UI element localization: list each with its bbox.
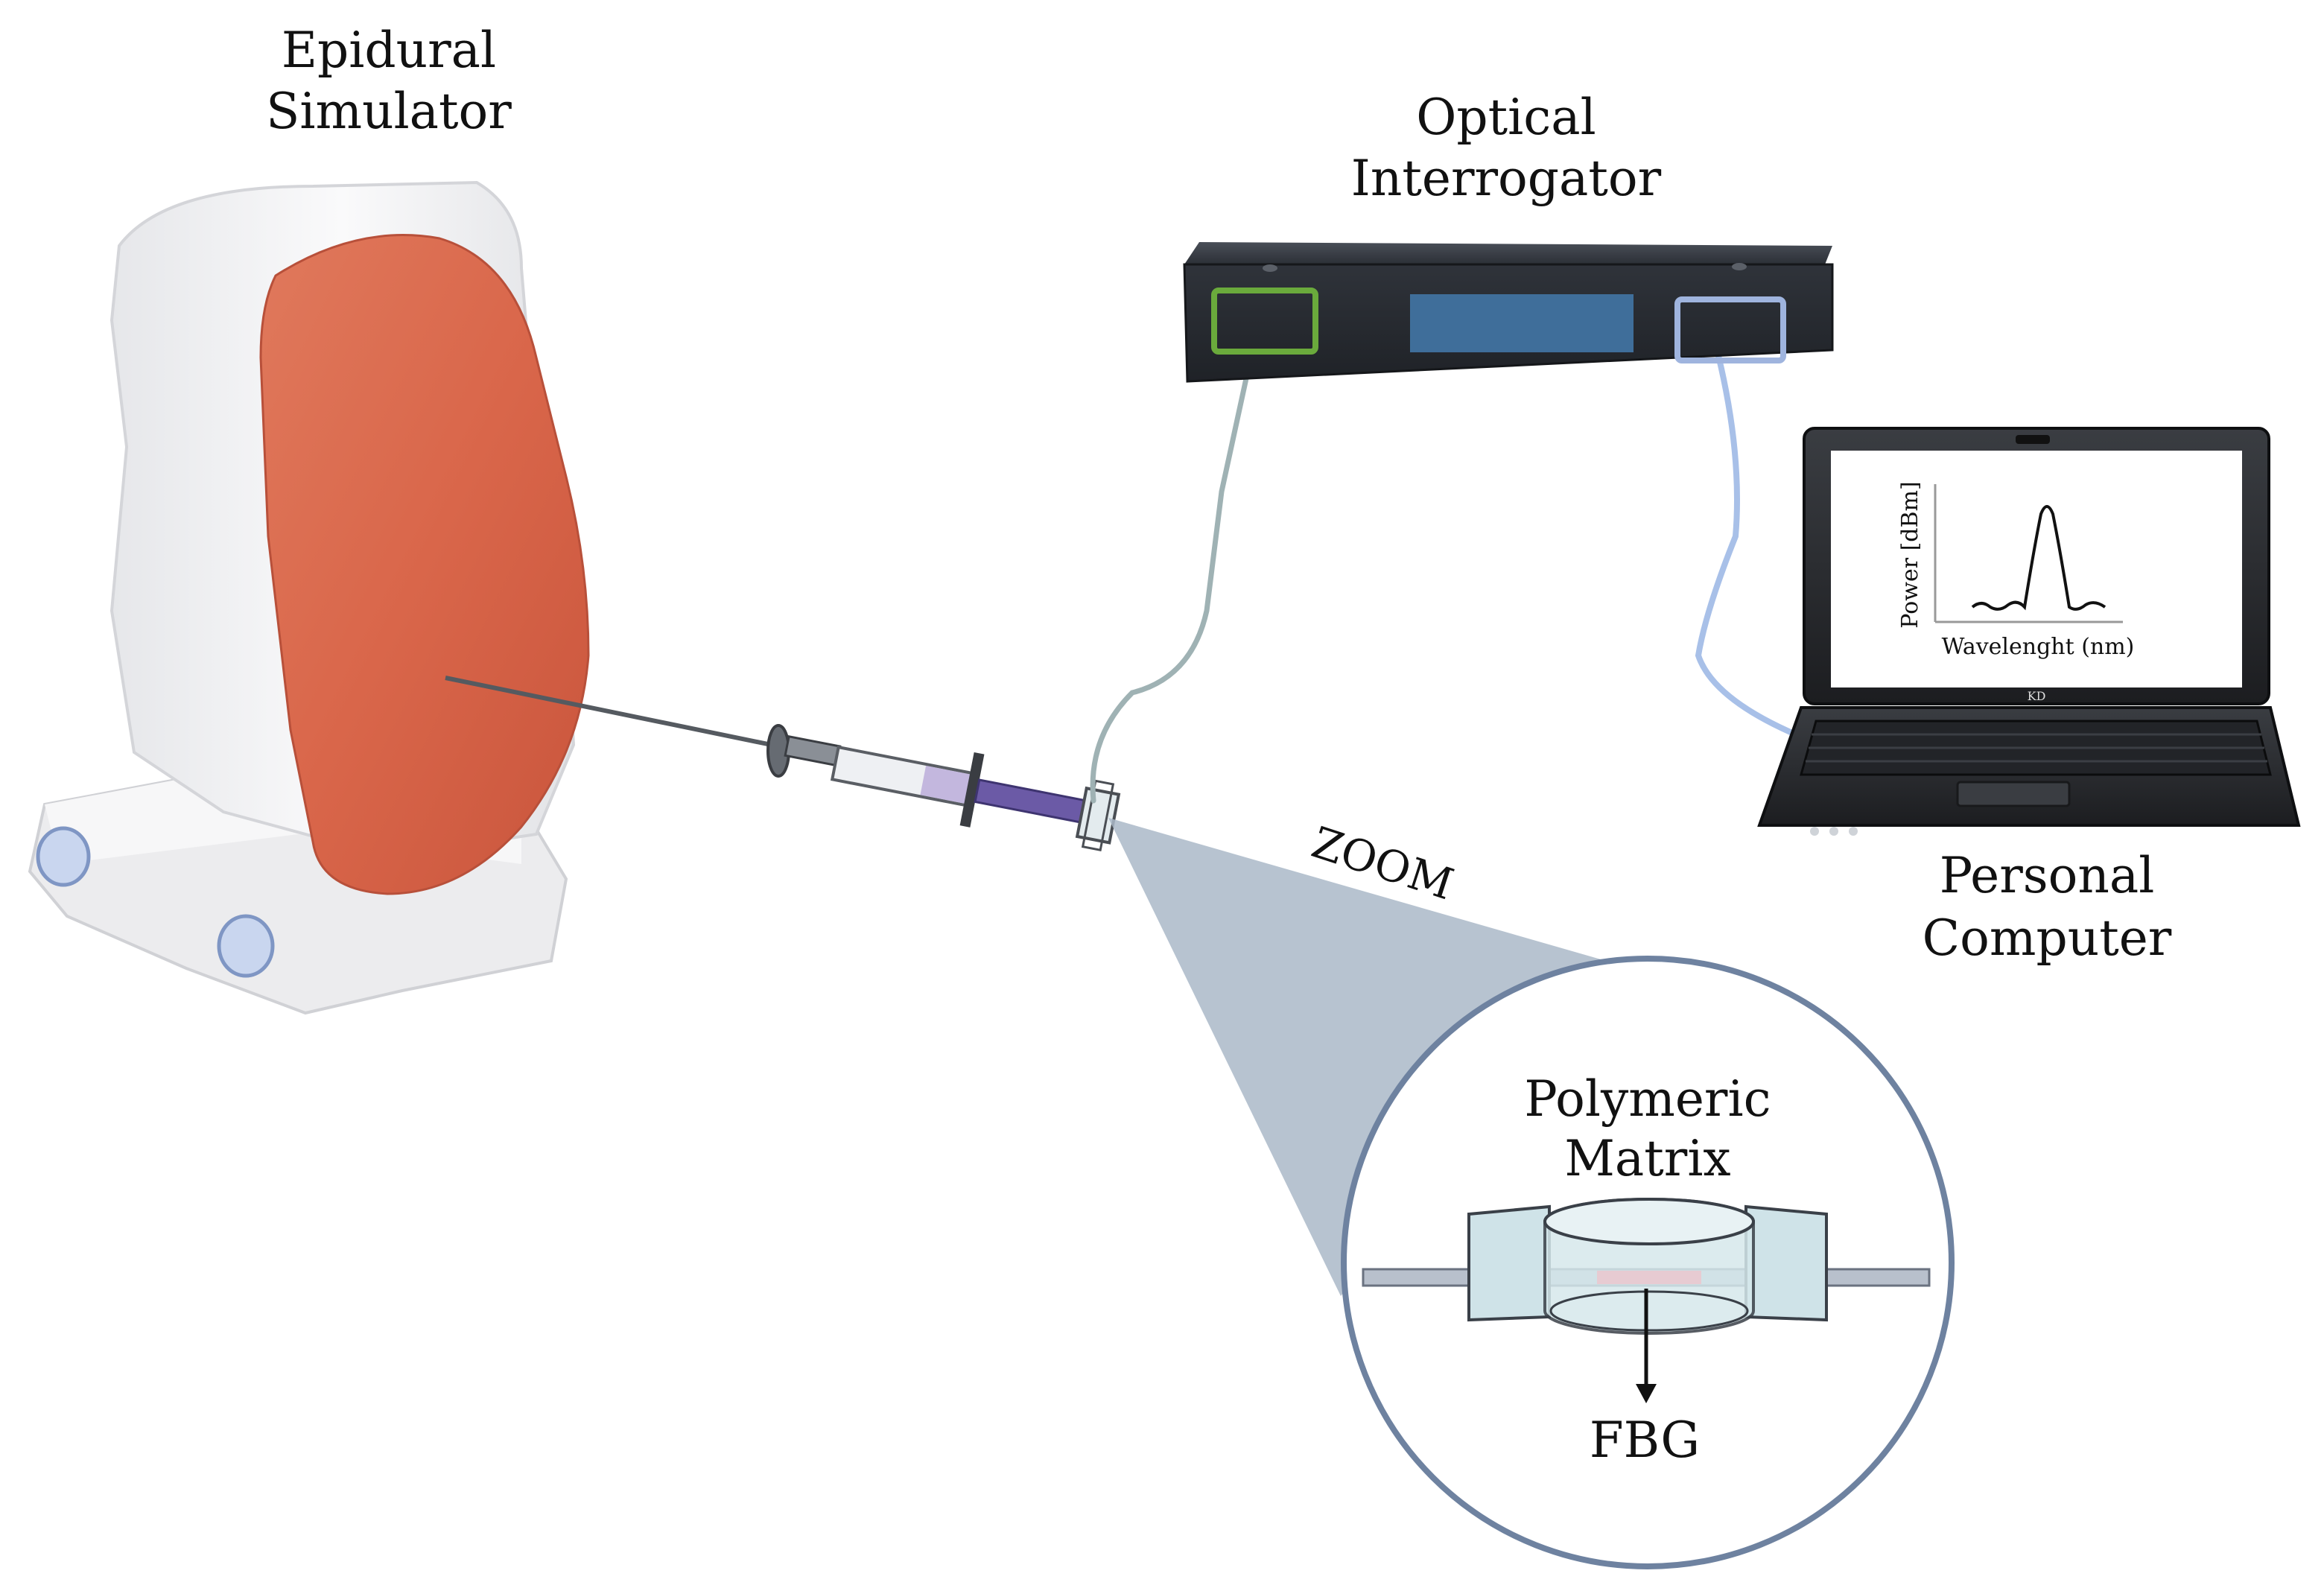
interrogator-port-left — [1211, 288, 1318, 355]
label-simulator-line2: Simulator — [266, 83, 512, 140]
label-interrogator-line2: Interrogator — [1351, 150, 1662, 207]
epidural-simulator — [28, 180, 590, 1015]
laptop-screen — [1831, 451, 2242, 687]
epidural-needle — [445, 676, 790, 751]
interrogator-top — [1184, 242, 1832, 264]
optical-fiber-left — [1090, 317, 1262, 804]
label-polymeric-matrix: Polymeric Matrix — [1524, 1070, 1771, 1187]
label-matrix-line2: Matrix — [1564, 1130, 1730, 1187]
matrix-clamp-right — [1744, 1204, 1828, 1322]
optical-fiber-right — [1695, 332, 1806, 740]
plot-x-label: Wavelenght (nm) — [1942, 634, 2135, 660]
plot-spectrum-curve — [1971, 505, 2106, 611]
label-simulator-line1: Epidural — [282, 22, 496, 79]
label-epidural-simulator: Epidural Simulator — [266, 22, 512, 140]
fbg-arrowhead — [1636, 1384, 1657, 1403]
suction-cup-left — [36, 826, 91, 887]
laptop-brand-logo: KD — [2028, 689, 2046, 703]
fbg-grating — [1597, 1271, 1701, 1284]
screen-plot: Power [dBm] Wavelenght (nm) — [1897, 481, 2134, 660]
label-optical-interrogator: Optical Interrogator — [1351, 89, 1662, 207]
laptop-touchpad — [1956, 781, 2071, 807]
label-computer-line1: Personal — [1940, 847, 2155, 904]
label-matrix-line1: Polymeric — [1524, 1070, 1771, 1128]
plot-y-label: Power [dBm] — [1897, 481, 1923, 628]
label-fbg: FBG — [1590, 1411, 1700, 1469]
matrix-clamp-left — [1467, 1204, 1551, 1322]
label-personal-computer: Personal Computer — [1923, 847, 2172, 967]
suction-cup-right — [217, 914, 275, 978]
epidural-needle-syringe — [445, 676, 1121, 852]
simulator-skin-pad — [259, 234, 590, 895]
zoom-cone — [1108, 818, 1606, 1296]
polymeric-matrix-detail — [1362, 1198, 1931, 1335]
syringe-flange — [959, 752, 985, 828]
interrogator-port-right — [1674, 296, 1786, 363]
label-interrogator-line1: Optical — [1416, 89, 1596, 146]
interrogator-display — [1410, 294, 1634, 352]
label-computer-line2: Computer — [1923, 909, 2172, 967]
personal-computer: Power [dBm] Wavelenght (nm) KD — [1757, 427, 2301, 836]
optical-interrogator — [1183, 242, 1834, 383]
syringe-plunger — [974, 778, 1090, 825]
fbg-housing — [1075, 779, 1121, 852]
zoom-circle — [1341, 956, 1955, 1569]
